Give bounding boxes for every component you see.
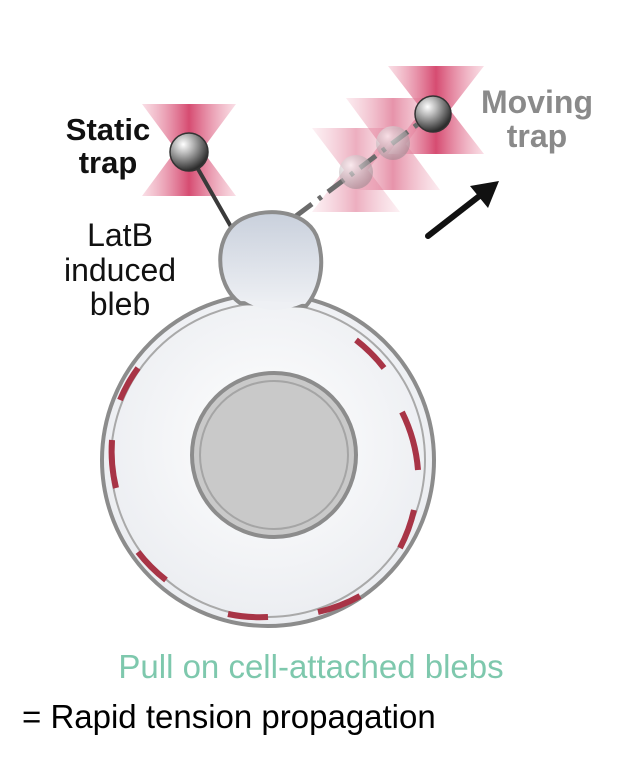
static-trap-label-line1: Static [65, 112, 151, 147]
moving-trap-label: Moving trap [462, 84, 612, 154]
static-trap-label: Static trap [52, 112, 164, 180]
bleb-label-line2: induced [63, 251, 177, 288]
moving-trap-label-line1: Moving [481, 84, 593, 120]
caption-conclusion: = Rapid tension propagation [22, 698, 436, 735]
static-trap-label-line2: trap [78, 144, 138, 180]
bleb [218, 210, 324, 309]
arrow-up-right-icon [425, 181, 499, 239]
moving-bead-icon [414, 95, 452, 133]
cortex-dashes [108, 337, 421, 621]
static-bead-icon [169, 132, 209, 172]
bleb-label-line1: LatB [87, 217, 153, 253]
moving-trap-label-line2: trap [506, 117, 568, 154]
cell [100, 210, 436, 628]
ghost-bead-mid [376, 126, 410, 160]
ghost-bead-far [339, 155, 373, 189]
bleb-label-line3: bleb [89, 286, 151, 323]
nucleus [190, 371, 358, 539]
caption-headline: Pull on cell-attached blebs [118, 648, 504, 685]
bleb-label: LatB induced bleb [40, 218, 200, 322]
